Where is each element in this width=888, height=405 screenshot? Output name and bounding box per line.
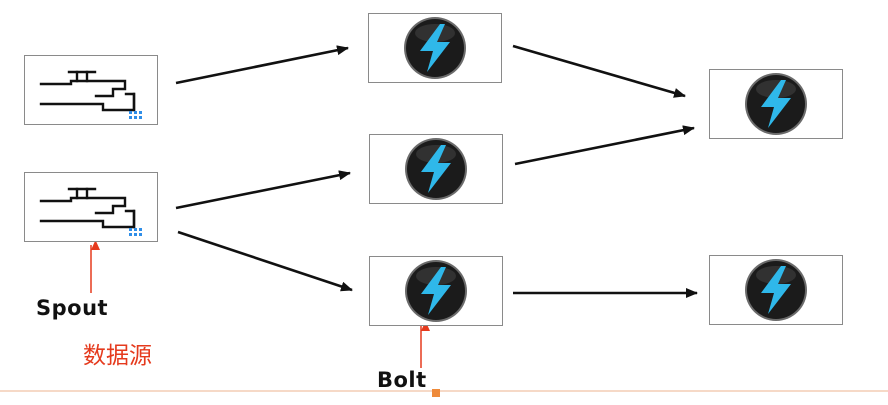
cursor-marker	[432, 389, 440, 397]
divider	[0, 390, 888, 392]
arrow-bolt2-bolt4	[514, 125, 695, 166]
spout-node-1	[24, 55, 158, 125]
faucet-icon	[31, 59, 151, 121]
arrow-bolt1-bolt4	[512, 44, 686, 98]
bolt-node-1	[368, 13, 502, 83]
bolt-node-3	[369, 256, 503, 326]
lightning-bolt-icon	[403, 136, 469, 202]
arrow-spout1-bolt1	[175, 45, 349, 85]
spout-cn-label: 数据源	[83, 343, 152, 369]
arrow-spout2-bolt3	[177, 230, 353, 292]
lightning-bolt-icon	[402, 15, 468, 81]
spout-label: Spout	[36, 296, 109, 320]
lightning-bolt-icon	[743, 71, 809, 137]
bolt-node-5	[709, 255, 843, 325]
bolt-node-2	[369, 134, 503, 204]
faucet-icon	[31, 176, 151, 238]
bolt-label: Bolt	[377, 368, 427, 392]
lightning-bolt-icon	[743, 257, 809, 323]
spout-node-2	[24, 172, 158, 242]
arrow-spout2-bolt2	[175, 170, 351, 210]
lightning-bolt-icon	[403, 258, 469, 324]
bolt-node-4	[709, 69, 843, 139]
